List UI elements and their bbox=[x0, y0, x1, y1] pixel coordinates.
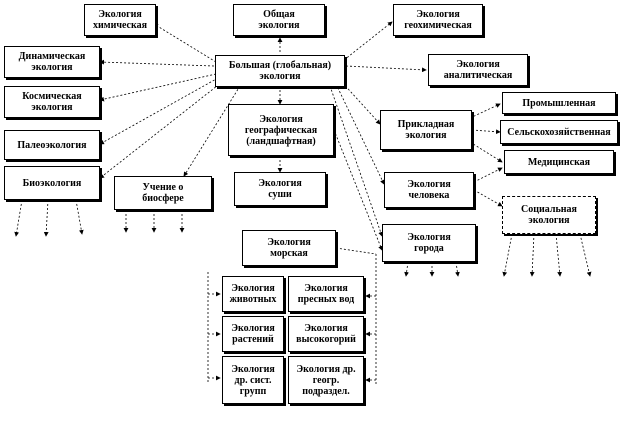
arrow-to-medical bbox=[469, 141, 503, 163]
arrow-to-paleo bbox=[99, 77, 219, 145]
arrow-social-down-3 bbox=[555, 233, 563, 277]
node-agricultural: Сельскохозяйственная bbox=[500, 120, 618, 144]
node-highland: Экология высокогорий bbox=[288, 316, 364, 352]
arrow-bio-down-2 bbox=[43, 199, 49, 237]
node-city: Экология города bbox=[382, 224, 476, 262]
node-geochemical: Экология геохимическая bbox=[393, 4, 483, 36]
node-bio: Биоэкология bbox=[4, 166, 100, 200]
node-medical: Медицинская bbox=[504, 150, 614, 174]
arrow-bio-down-3 bbox=[75, 199, 84, 235]
arrow-social-down-2 bbox=[529, 233, 535, 277]
node-animals: Экология животных bbox=[222, 276, 284, 312]
arrow-to-dynamic bbox=[99, 59, 215, 67]
arrow-to-analytical bbox=[345, 65, 427, 73]
marine-link bbox=[335, 247, 377, 255]
node-marine: Экология морская bbox=[242, 230, 336, 266]
arrow-geo-to-city bbox=[333, 129, 383, 251]
node-biosphere: Учение о биосфере bbox=[114, 176, 212, 210]
arrow-to-cosmic bbox=[99, 73, 217, 102]
node-land: Экология суши bbox=[234, 172, 326, 206]
node-industrial: Промышленная bbox=[502, 92, 616, 114]
node-chemical: Экология химическая bbox=[84, 4, 156, 36]
arrow-to-biosphere bbox=[183, 85, 241, 177]
arrow-human-to-social bbox=[473, 189, 503, 207]
arrow-city-down-3 bbox=[455, 261, 460, 277]
arrow-to-bio bbox=[99, 81, 223, 179]
node-analytical: Экология аналитическая bbox=[428, 54, 528, 86]
arrow-to-industrial bbox=[469, 103, 501, 119]
arrow-to-agricultural bbox=[471, 129, 501, 135]
node-dynamic: Динамическая экология bbox=[4, 46, 100, 78]
node-geographic: Экология географическая (ландшафтная) bbox=[228, 104, 334, 156]
arrow-to-city bbox=[329, 85, 383, 237]
arrow-social-down-4 bbox=[579, 233, 592, 277]
node-cosmic: Космическая экология bbox=[4, 86, 100, 118]
arrow-to-human bbox=[335, 83, 385, 185]
node-human: Экология человека bbox=[384, 172, 474, 208]
node-paleo: Палеоэкология bbox=[4, 130, 100, 160]
arrow-to-chemical bbox=[153, 23, 217, 63]
node-freshwater: Экология пресных вод bbox=[288, 276, 364, 312]
node-big: Большая (глобальная) экология bbox=[215, 55, 345, 87]
arrow-to-geochemical bbox=[343, 21, 393, 61]
arrow-social-down-1 bbox=[502, 233, 513, 277]
node-applied: Прикладная экология bbox=[380, 110, 472, 150]
node-systgroups: Экология др. сист. групп bbox=[222, 356, 284, 404]
arrow-bio-down-1 bbox=[14, 199, 23, 237]
node-social: Социальная экология bbox=[502, 196, 596, 234]
arrow-city-down-1 bbox=[404, 261, 409, 277]
node-geounits: Экология др. геогр. подраздел. bbox=[288, 356, 364, 404]
node-plants: Экология растений bbox=[222, 316, 284, 352]
arrow-to-applied bbox=[339, 79, 381, 125]
arrow-human-to-medical bbox=[473, 167, 503, 183]
node-general: Общая экология bbox=[233, 4, 325, 36]
